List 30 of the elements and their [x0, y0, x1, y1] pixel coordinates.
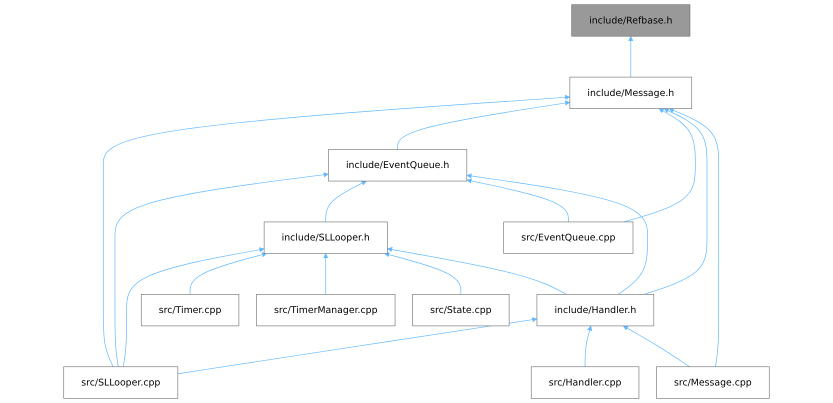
node-box: include/Refbase.h: [571, 4, 690, 36]
node-box: include/Handler.h: [536, 294, 654, 326]
arrow: [325, 180, 367, 222]
arrow: [644, 108, 708, 295]
node-box: src/TimerManager.cpp: [256, 294, 396, 326]
node-box: src/Timer.cpp: [140, 294, 240, 326]
arrow: [466, 173, 648, 295]
node-box: src/Handler.cpp: [530, 366, 640, 399]
node-box: src/State.cpp: [412, 294, 510, 326]
arrow: [102, 94, 570, 368]
arrow: [323, 253, 328, 295]
node-box: src/Message.cpp: [656, 366, 770, 399]
node-box: include/EventQueue.h: [328, 149, 468, 182]
node-box: include/Message.h: [570, 76, 692, 109]
arrow: [668, 108, 720, 368]
arrow: [466, 178, 569, 222]
arrow: [622, 326, 690, 368]
arrow: [114, 172, 329, 368]
arrow: [190, 252, 267, 295]
arrow: [123, 247, 264, 368]
node-box: include/SLLooper.h: [264, 222, 388, 254]
arrow: [623, 108, 696, 222]
arrow: [628, 36, 634, 78]
arrow: [387, 246, 567, 295]
node-box: src/EventQueue.cpp: [503, 222, 634, 254]
node-box: src/SLLooper.cpp: [63, 366, 178, 399]
arrow: [178, 317, 538, 374]
arrow: [384, 252, 462, 295]
arrow: [397, 100, 570, 150]
arrow: [584, 326, 592, 368]
